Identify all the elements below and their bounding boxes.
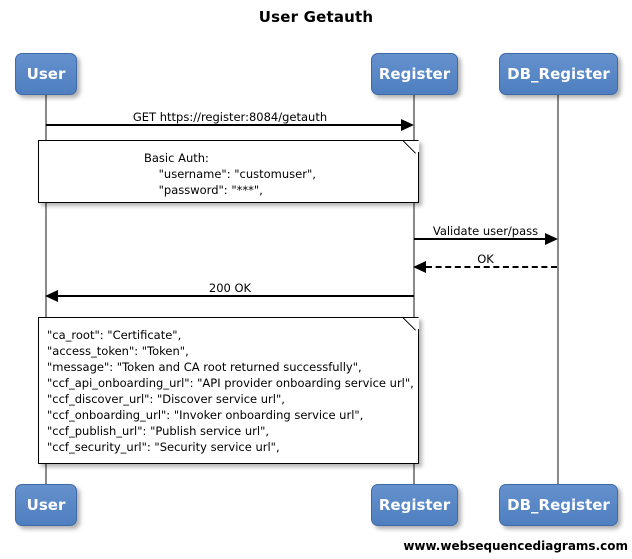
lifeline-register xyxy=(413,95,415,485)
message-label-200-ok: 200 OK xyxy=(208,281,252,295)
message-label-validate-user-pass: Validate user/pass xyxy=(432,224,539,238)
participant-user-bottom-label: User xyxy=(26,496,66,514)
participant-register-top-label: Register xyxy=(378,65,451,83)
arrowhead-right-validate-user-pass xyxy=(545,233,558,245)
page-title: User Getauth xyxy=(258,8,374,26)
message-line-200-ok xyxy=(58,295,414,297)
footer-watermark: www.websequencediagrams.com xyxy=(403,539,628,553)
note-response-body-text: "ca_root": "Certificate", "access_token"… xyxy=(47,328,414,454)
participant-register-bottom[interactable]: Register xyxy=(371,484,458,526)
message-line-validate-user-pass xyxy=(414,238,545,240)
message-line-ok xyxy=(426,266,557,268)
arrowhead-left-ok xyxy=(413,261,426,273)
participant-db-register-bottom[interactable]: DB_Register xyxy=(499,484,618,526)
participant-register-bottom-label: Register xyxy=(378,496,451,514)
participant-db-register-bottom-label: DB_Register xyxy=(507,496,610,514)
message-label-ok: OK xyxy=(477,252,494,266)
note-basic-auth: Basic Auth: "username": "customuser", "p… xyxy=(38,140,419,203)
participant-db-register-top[interactable]: DB_Register xyxy=(499,53,618,95)
note-response-body: "ca_root": "Certificate", "access_token"… xyxy=(38,317,419,464)
note-fold-edge-icon xyxy=(402,140,419,157)
arrowhead-right-get-getauth xyxy=(401,119,414,131)
message-line-get-getauth xyxy=(46,124,402,126)
lifeline-db-register xyxy=(557,95,559,485)
message-label-get-getauth: GET https://register:8084/getauth xyxy=(132,110,328,124)
participant-user-top[interactable]: User xyxy=(15,53,77,95)
note-basic-auth-text: Basic Auth: "username": "customuser", "p… xyxy=(144,151,316,197)
participant-db-register-top-label: DB_Register xyxy=(507,65,610,83)
participant-register-top[interactable]: Register xyxy=(371,53,458,95)
participant-user-bottom[interactable]: User xyxy=(15,484,77,526)
participant-user-top-label: User xyxy=(26,65,66,83)
arrowhead-left-200-ok xyxy=(45,290,58,302)
